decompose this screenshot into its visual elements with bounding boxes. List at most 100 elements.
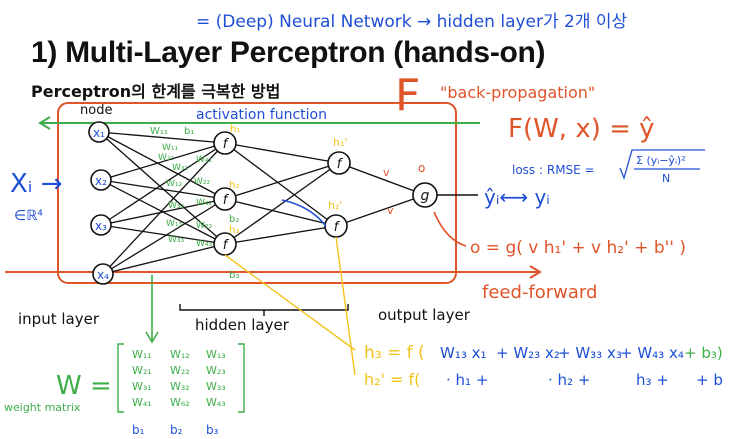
h2prime-eq-lhs: h₂' = f( — [364, 370, 420, 389]
edge-in4-h3 — [102, 243, 226, 275]
edge-in3-h1 — [100, 142, 226, 226]
function-label: F(W, x) = ŷ — [508, 114, 655, 144]
weight-W-label: W = — [56, 371, 112, 401]
hidden1-node-1: f — [213, 131, 237, 155]
backprop-label: "back-propagation" — [440, 83, 595, 102]
deep-nn-note: = (Deep) Neural Network → hidden layer가 … — [196, 12, 628, 32]
v-label-1: v — [383, 166, 390, 179]
v-label-2: v — [387, 204, 394, 217]
node-label: node — [80, 103, 112, 118]
o-label: o — [418, 161, 425, 175]
weight-label: W₁₁ — [162, 143, 179, 153]
loss-denominator: N — [662, 172, 670, 185]
h2-label: h₂ — [229, 180, 239, 191]
weight-label: W₄₂ — [196, 198, 213, 208]
b2-label: b₂ — [229, 214, 239, 225]
weight-label: W₁₂ — [166, 179, 183, 189]
b1-label: b₁ — [184, 126, 194, 137]
matrix-cell: W₃₂ — [170, 380, 190, 393]
edge-h3-hp1 — [224, 162, 340, 245]
loss-numerator: Σ (yᵢ−ŷᵢ)² — [636, 154, 686, 167]
matrix-cell: W₂₂ — [170, 364, 190, 377]
hidden2-node-2: f — [324, 214, 348, 238]
matrix-cell: W₃₃ — [206, 380, 226, 393]
h2prime-eq-term-4: + b — [696, 371, 723, 389]
activation-function-label: activation function — [196, 107, 327, 123]
h2prime-highlight-arrow — [281, 199, 327, 227]
loss-label: loss : RMSE = — [512, 163, 595, 177]
matrix-cell: W₁₂ — [170, 348, 190, 361]
h3-eq-term-3: + W₃₃ x₃ — [558, 344, 622, 362]
hidden-layer-brace — [179, 304, 349, 316]
edge-h2-hp1 — [224, 162, 340, 200]
x-input-label: Xᵢ → — [10, 169, 63, 199]
hidden-layer-label: hidden layer — [195, 316, 290, 334]
bias-cell: b₁ — [132, 423, 145, 437]
h2prime-label: h₂' — [328, 199, 342, 212]
h3-eq-term-1: W₁₃ x₁ — [440, 344, 487, 362]
slide-title: 1) Multi-Layer Perceptron (hands-on) — [31, 36, 546, 69]
matrix-cell: W₄₃ — [206, 396, 226, 409]
matrix-cell: W₁₁ — [132, 348, 152, 361]
o-eq-arrow — [433, 211, 467, 247]
h2prime-connector — [335, 236, 356, 376]
h3-eq-term-4: + W₄₃ x₄ — [620, 344, 684, 362]
weight-label: W₂₃ — [196, 221, 213, 231]
o-equation: o = g( v h₁' + v h₂' + b'' ) — [470, 238, 686, 258]
edge-in4-h1 — [102, 142, 226, 275]
input-node-4-label: x₄ — [97, 268, 109, 282]
hidden1-node-2: f — [213, 187, 237, 211]
network-frame — [57, 102, 457, 284]
h3-eq-term-5: + b₃) — [684, 344, 723, 362]
edge-in3-h3 — [100, 224, 226, 245]
matrix-bracket-left — [117, 343, 124, 413]
h2prime-eq-term-2: · h₂ + — [548, 371, 590, 389]
weight-label: W₄₃ — [196, 239, 213, 249]
edge-in2-h2 — [100, 179, 226, 200]
weight-label: W₁₃ — [166, 219, 183, 229]
input-node-1: x₁ — [88, 121, 110, 143]
hidden1-node-1-fn: f — [223, 137, 230, 152]
matrix-cell: W₄₁ — [132, 396, 152, 409]
h2prime-eq-term-3: h₃ + — [636, 371, 669, 389]
edge-h2-hp2 — [224, 198, 337, 227]
b3-label: b₃ — [229, 270, 239, 281]
matrix-bracket-right — [238, 343, 245, 413]
matrix-cell: W₆₂ — [170, 396, 190, 409]
input-node-2-label: x₂ — [95, 174, 107, 188]
bias-cell: b₂ — [170, 423, 183, 437]
h3-label: h₃ — [229, 225, 239, 236]
edge-hp1-out — [338, 162, 426, 196]
input-node-4: x₄ — [92, 263, 114, 285]
weight-matrix-label: weight matrix — [4, 401, 81, 414]
yhat-label: ŷᵢ⟷ yᵢ — [484, 185, 550, 209]
edge-h1-hp2 — [224, 142, 337, 227]
slide-subtitle: Perceptron의 한계를 극복한 방법 — [31, 82, 281, 101]
weight-label: W₃₃ — [168, 235, 185, 245]
edge-h1-hp1 — [224, 142, 340, 164]
edge-hp2-out — [335, 194, 426, 227]
edge-in1-h1 — [98, 131, 226, 144]
hidden2-node-1-fn: f — [337, 157, 344, 172]
feed-forward-label: feed-forward — [482, 282, 597, 303]
edge-in4-h2 — [102, 198, 226, 275]
input-node-1-label: x₁ — [93, 126, 105, 140]
backprop-arrowhead — [38, 116, 51, 130]
output-layer-label: output layer — [378, 306, 471, 324]
input-node-2: x₂ — [90, 169, 112, 191]
hidden1-node-2-fn: f — [223, 193, 230, 208]
matrix-cell: W₁₃ — [206, 348, 226, 361]
hidden1-node-3-fn: f — [223, 238, 230, 253]
sqrt-sign — [619, 149, 705, 181]
input-node-3-label: x₃ — [95, 219, 107, 233]
output-node: g — [412, 182, 438, 208]
matrix-cell: W₃₁ — [132, 380, 152, 393]
matrix-arrowhead — [145, 331, 159, 344]
weight-label: W₃₂ — [168, 201, 185, 211]
x-domain-label: ∈ℝ⁴ — [14, 208, 43, 224]
input-layer-label: input layer — [18, 310, 100, 328]
F-label: F — [395, 70, 420, 121]
matrix-cell: W₂₁ — [132, 364, 152, 377]
